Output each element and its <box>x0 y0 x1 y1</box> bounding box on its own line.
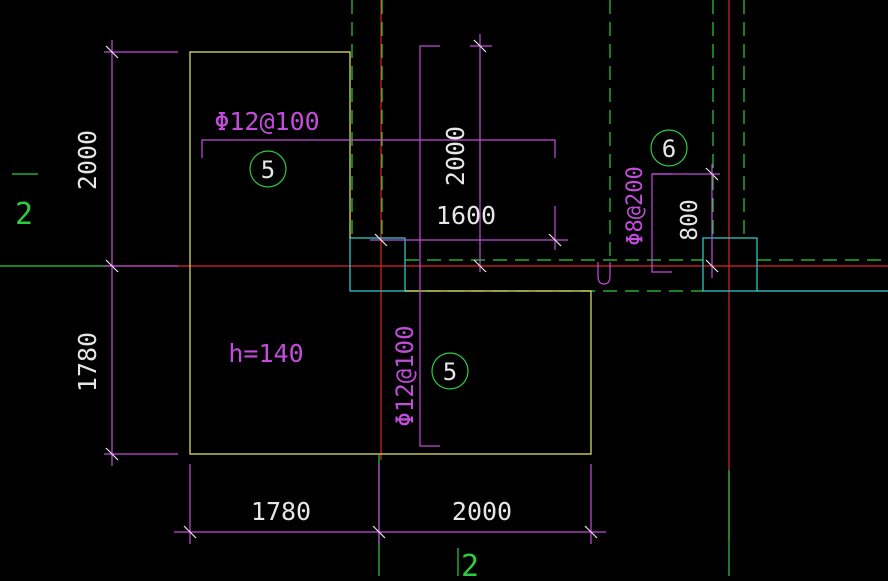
cyan-lines <box>349 237 888 292</box>
dashed-wall-lines <box>351 0 888 292</box>
slab-outline <box>189 51 592 455</box>
dim-left-top-text: 2000 <box>73 130 102 190</box>
dim-small-vertical-text: 800 <box>677 199 703 241</box>
bubble-5-top-text: 5 <box>261 156 275 184</box>
callout-bubbles <box>249 129 688 390</box>
dim-bottom-right-text: 2000 <box>452 497 512 526</box>
bubble-6-text: 6 <box>662 135 676 163</box>
rebar-vertical-text: Φ12@100 <box>391 325 419 426</box>
rebar-hook <box>597 262 611 285</box>
bubble-5-top <box>249 150 287 188</box>
dimension-ticks <box>105 39 719 539</box>
rebar-top-horizontal <box>201 139 556 158</box>
axis-2-bottom-text: 2 <box>461 549 479 576</box>
axis-2-left-text: 2 <box>15 197 33 232</box>
rebar-small-vertical <box>651 173 672 273</box>
dim-left-bottom-text: 1780 <box>73 332 102 392</box>
column-left <box>349 237 406 292</box>
bubble-6 <box>650 129 688 167</box>
dim-horizontal-mid-text: 1600 <box>436 201 496 230</box>
dim-vertical-mid-text: 2000 <box>441 126 470 186</box>
bubble-5-bottom-text: 5 <box>443 358 457 386</box>
slab-outline-upper <box>189 51 592 455</box>
column-right <box>702 237 758 292</box>
dim-bottom-left-text: 1780 <box>251 497 311 526</box>
rebar-small-text: Φ8@200 <box>623 166 648 245</box>
thickness-text: h=140 <box>228 339 303 368</box>
green-lines <box>0 173 730 576</box>
axis-lines <box>108 0 888 540</box>
rebar-lines <box>201 45 672 447</box>
dimension-lines <box>104 34 720 544</box>
text-labels: 2000 1780 1780 2000 2000 1600 800 Φ12@10… <box>15 107 703 581</box>
rebar-vertical-mid <box>419 45 440 447</box>
rebar-top-text: Φ12@100 <box>214 107 319 136</box>
bubble-5-bottom <box>431 352 469 390</box>
